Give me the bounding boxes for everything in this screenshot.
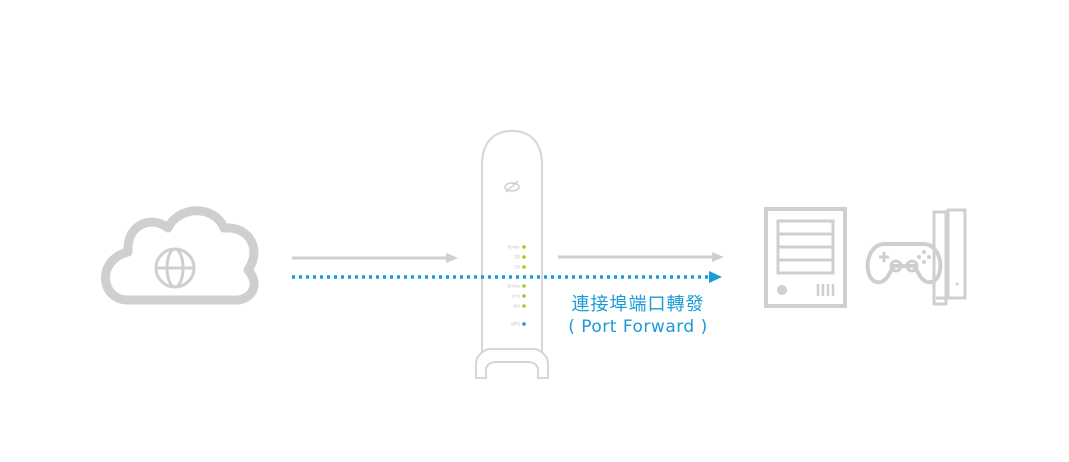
globe-icon [154, 247, 196, 289]
modem-led-indicator [522, 255, 526, 259]
modem-led-label: Power [508, 245, 520, 250]
modem-led-label: Link [512, 294, 521, 299]
modem-led-label: Online [507, 284, 520, 289]
modem-icon [475, 129, 549, 379]
game-console-icon [932, 208, 967, 306]
modem-led-indicator [522, 322, 526, 326]
nas-server-icon [764, 207, 847, 308]
port-forward-arrow [292, 271, 722, 283]
arrow-internet-to-modem [292, 253, 458, 263]
cloud-icon [101, 206, 259, 305]
modem-led-label: WPS [511, 322, 520, 327]
port-forward-label-chinese: 連接埠端口轉發 [571, 294, 705, 315]
modem-logo-icon [504, 180, 520, 193]
modem-led-indicator [522, 245, 526, 249]
port-forward-label-english: ( Port Forward ) [568, 317, 708, 337]
modem-led-indicator [522, 294, 526, 298]
modem-led-label: US [515, 265, 521, 270]
modem-led-label: DS [514, 255, 520, 260]
gamepad-icon [865, 242, 943, 285]
modem-led-label: Act [514, 304, 521, 309]
modem-led-indicator [522, 304, 526, 308]
arrow-modem-to-devices [558, 252, 724, 262]
modem-led-indicator [522, 284, 526, 288]
modem-led-indicator [522, 265, 526, 269]
